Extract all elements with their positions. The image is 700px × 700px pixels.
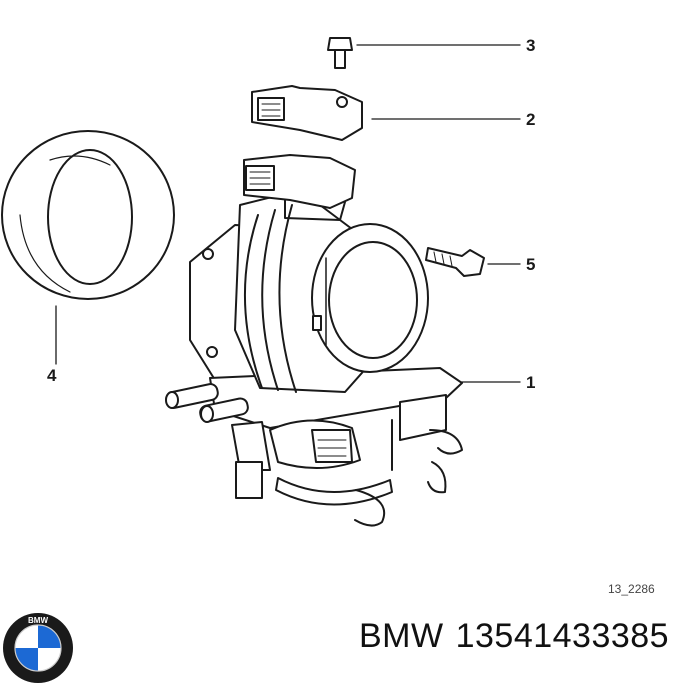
part-label: BMW 13541433385 xyxy=(359,617,681,656)
seal-ring-part xyxy=(1,130,175,300)
brand-name: BMW xyxy=(359,617,444,655)
hex-bolt-part xyxy=(425,247,485,277)
logo-lettering: BMW xyxy=(28,616,48,625)
part-number: 13541433385 xyxy=(455,617,670,655)
callout-1: 1 xyxy=(526,373,536,392)
callout-2: 2 xyxy=(526,110,536,129)
throttle-sensor-part xyxy=(251,85,363,141)
throttle-body-part xyxy=(165,154,463,527)
small-bolt-part xyxy=(327,37,353,69)
bmw-logo-icon: BMW xyxy=(3,613,73,683)
drawing-code: 13_2286 xyxy=(608,582,655,596)
callout-5: 5 xyxy=(526,255,536,274)
callout-3: 3 xyxy=(526,36,536,55)
leader-lines xyxy=(55,44,521,383)
callout-4: 4 xyxy=(47,366,57,385)
